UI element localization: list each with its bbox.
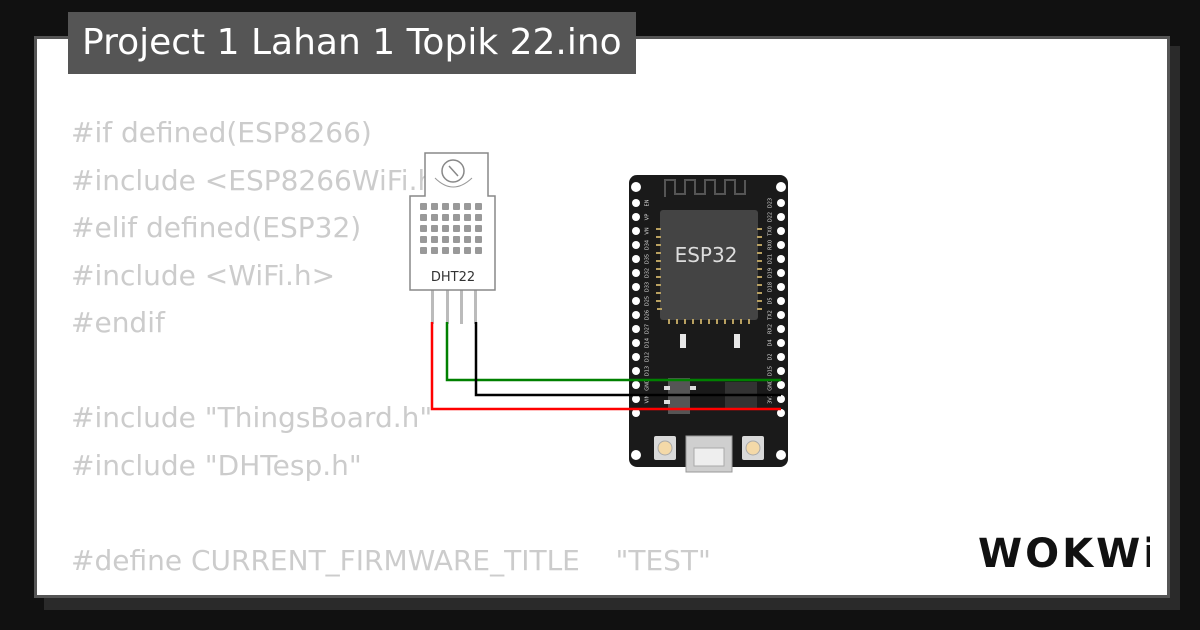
esp32-label: ESP32 bbox=[675, 243, 738, 267]
pin-label: D15 bbox=[768, 366, 774, 376]
pin-label: TX0 bbox=[768, 226, 774, 237]
dht22-sensor[interactable]: DHT22 bbox=[409, 152, 496, 324]
code-line: #include "ThingsBoard.h" bbox=[71, 401, 433, 434]
code-line: #include <WiFi.h> bbox=[71, 258, 336, 292]
pin-label: D32 bbox=[645, 268, 651, 278]
pin-label: VIN bbox=[645, 394, 651, 403]
reset-button[interactable] bbox=[742, 436, 764, 460]
code-line: #include "DHTesp.h" bbox=[71, 448, 362, 482]
pin-label: D2 bbox=[768, 353, 774, 360]
boot-button[interactable] bbox=[654, 436, 676, 460]
title-bar: Project 1 Lahan 1 Topik 22.ino bbox=[68, 12, 636, 74]
preview-card[interactable]: #if defined(ESP8266) #include <ESP8266WiF… bbox=[34, 36, 1170, 598]
code-line: #endif bbox=[71, 306, 165, 339]
wire-ground[interactable] bbox=[474, 322, 781, 397]
pin-label: D13 bbox=[645, 366, 651, 376]
pin-label: D5 bbox=[768, 297, 774, 304]
code-line: #include <ESP8266WiFi.h> bbox=[71, 163, 459, 197]
pin-label: D25 bbox=[645, 296, 651, 306]
pin-label: D35 bbox=[645, 254, 651, 264]
code-line: #if defined(ESP8266) bbox=[71, 116, 372, 149]
pin-label: D26 bbox=[645, 310, 651, 320]
pin-label: D4 bbox=[768, 339, 774, 346]
pin-label: GND bbox=[768, 379, 774, 391]
wire-power[interactable] bbox=[430, 322, 781, 411]
wokwi-logo-text: WOKWi bbox=[978, 531, 1150, 574]
wokwi-logo: WOKWi bbox=[978, 531, 1150, 574]
code-line: #define CURRENT_FIRMWARE_VERSION "1.0.0" bbox=[71, 584, 744, 595]
esp32-board[interactable]: ESP32 bbox=[629, 175, 788, 473]
pin-label: VN bbox=[645, 227, 651, 234]
usb-port bbox=[685, 435, 733, 473]
pin-label: D14 bbox=[645, 338, 651, 348]
pin-label: VP bbox=[645, 214, 651, 220]
pin-label: D18 bbox=[768, 282, 774, 292]
pin-label: RX0 bbox=[768, 240, 774, 250]
dht22-label: DHT22 bbox=[431, 270, 475, 285]
pin-label: GND bbox=[645, 379, 651, 391]
code-preview: #if defined(ESP8266) #include <ESP8266WiF… bbox=[71, 109, 744, 595]
pin-label: D34 bbox=[645, 240, 651, 250]
pin-label: TX2 bbox=[768, 310, 774, 321]
pin-label: 3V3 bbox=[768, 394, 774, 404]
pin-label: RX2 bbox=[768, 324, 774, 334]
pin-label: D21 bbox=[768, 254, 774, 264]
pin-label: D22 bbox=[768, 212, 774, 222]
pin-label: D23 bbox=[768, 198, 774, 208]
pin-label: D33 bbox=[645, 282, 651, 292]
pin-label: D27 bbox=[645, 324, 651, 334]
code-line: #elif defined(ESP32) bbox=[71, 211, 362, 244]
code-line: #define CURRENT_FIRMWARE_TITLE "TEST" bbox=[71, 543, 711, 577]
pin-label: D19 bbox=[768, 268, 774, 278]
pin-label: EN bbox=[645, 199, 651, 206]
pin-label: D12 bbox=[645, 352, 651, 362]
project-title: Project 1 Lahan 1 Topik 22.ino bbox=[82, 22, 622, 63]
wire-data[interactable] bbox=[445, 322, 781, 382]
